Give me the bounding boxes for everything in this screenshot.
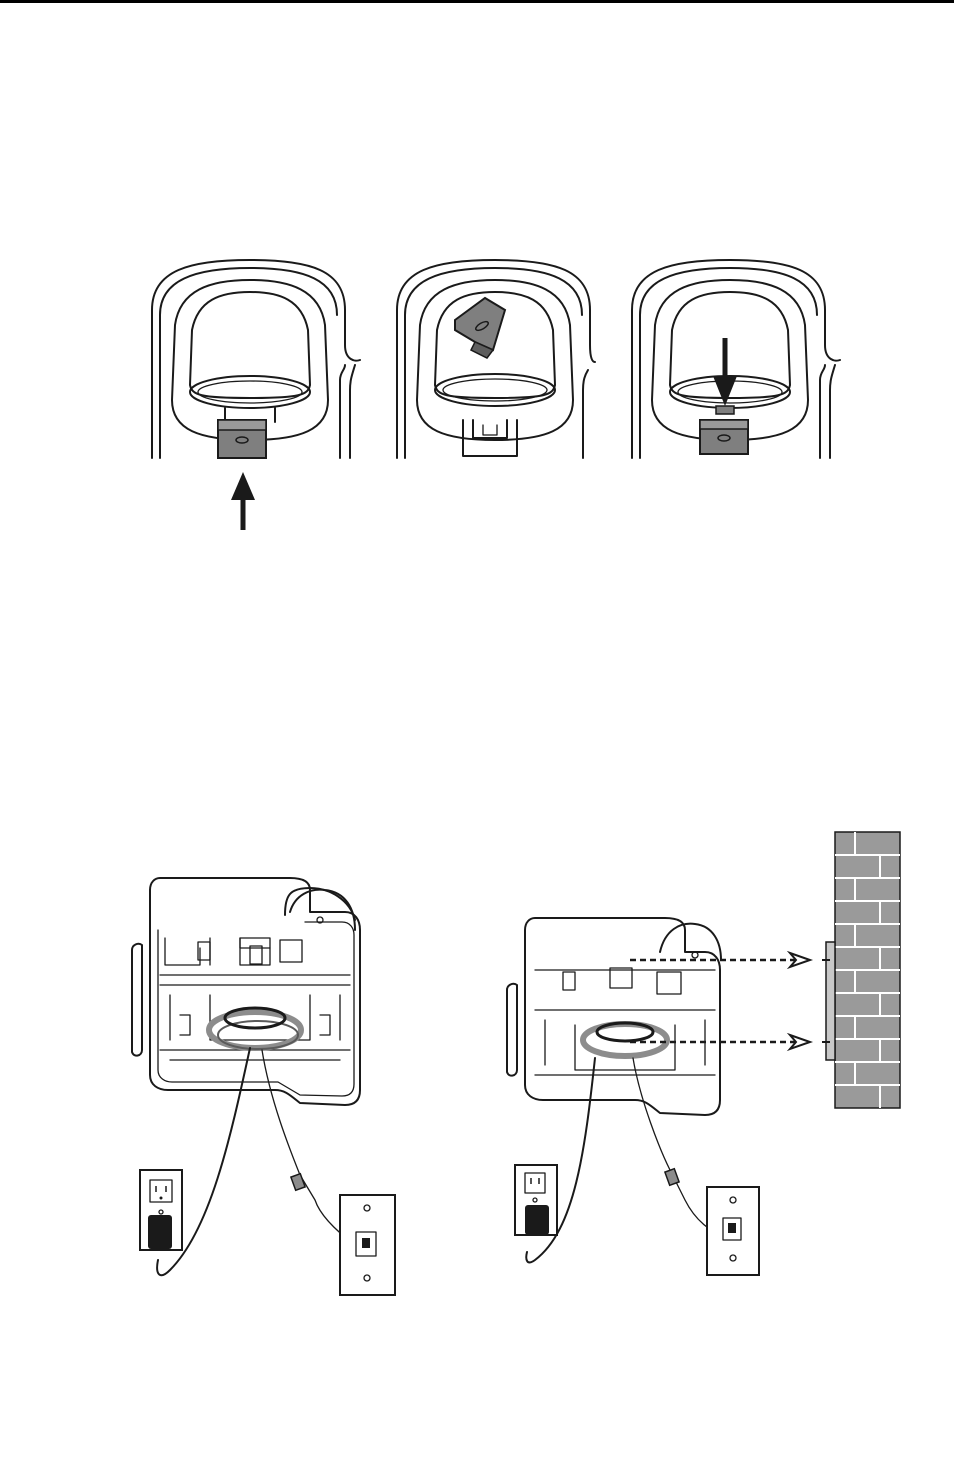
empty-tab-slot: [463, 420, 517, 456]
hook-tab-steps-svg: [130, 250, 850, 540]
telephone-base-bottom-wall: [507, 918, 721, 1115]
coiled-cords: [209, 1008, 301, 1049]
step-3-panel: [632, 260, 840, 458]
desk-mount-panel: [132, 878, 395, 1295]
hook-tab-reinserted: [700, 420, 748, 454]
phone-jack-icon: [340, 1195, 395, 1295]
step-2-panel: [397, 260, 595, 458]
power-adapter-icon: [525, 1205, 549, 1235]
mounting-svg: [110, 820, 920, 1310]
power-adapter-icon: [148, 1215, 172, 1249]
brick-wall-icon: [822, 832, 900, 1108]
arrow-down-icon: [713, 338, 737, 406]
phone-jack-icon: [707, 1187, 759, 1275]
page-top-rule: [0, 0, 954, 3]
hook-tab-steps-figure: [130, 250, 850, 540]
arrow-up-icon: [231, 472, 255, 530]
step-1-panel: [152, 260, 360, 530]
telephone-base-bottom: [132, 878, 360, 1105]
hook-tab-extended: [218, 420, 266, 458]
mounting-figure: [110, 820, 920, 1310]
wall-mount-panel: [507, 918, 759, 1275]
hook-tab-rotated: [455, 298, 505, 358]
coiled-cords-wall: [583, 1023, 667, 1056]
